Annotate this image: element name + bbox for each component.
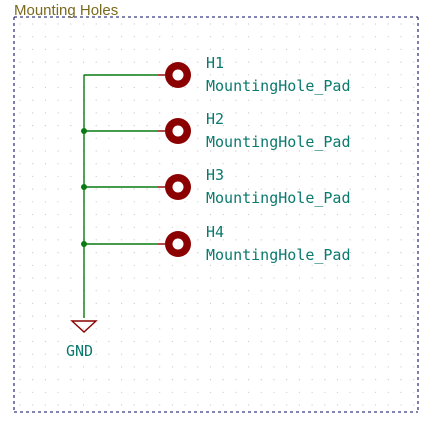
gnd-symbol[interactable]: GND: [66, 320, 98, 360]
ground-icon: [70, 320, 98, 333]
junction-dot: [81, 241, 87, 247]
wires: [83, 74, 158, 318]
sheet-title: Mounting Holes: [14, 2, 118, 19]
symbol-reference: H3: [206, 166, 224, 184]
junction-dot: [81, 184, 87, 190]
symbol-value: MountingHole_Pad: [206, 77, 351, 95]
symbol-reference: H4: [206, 223, 224, 241]
symbol-h1[interactable]: H1 MountingHole_Pad: [158, 54, 351, 95]
symbol-reference: H2: [206, 110, 224, 128]
symbol-value: MountingHole_Pad: [206, 133, 351, 151]
symbol-h3[interactable]: H3 MountingHole_Pad: [158, 166, 351, 207]
symbol-h2[interactable]: H2 MountingHole_Pad: [158, 110, 351, 151]
symbol-h4[interactable]: H4 MountingHole_Pad: [158, 223, 351, 264]
gnd-label: GND: [66, 342, 93, 360]
symbol-reference: H1: [206, 54, 224, 72]
sheet-border: [13, 16, 419, 413]
symbol-value: MountingHole_Pad: [206, 246, 351, 264]
symbol-value: MountingHole_Pad: [206, 189, 351, 207]
junction-dot: [81, 128, 87, 134]
junctions: [81, 128, 87, 247]
